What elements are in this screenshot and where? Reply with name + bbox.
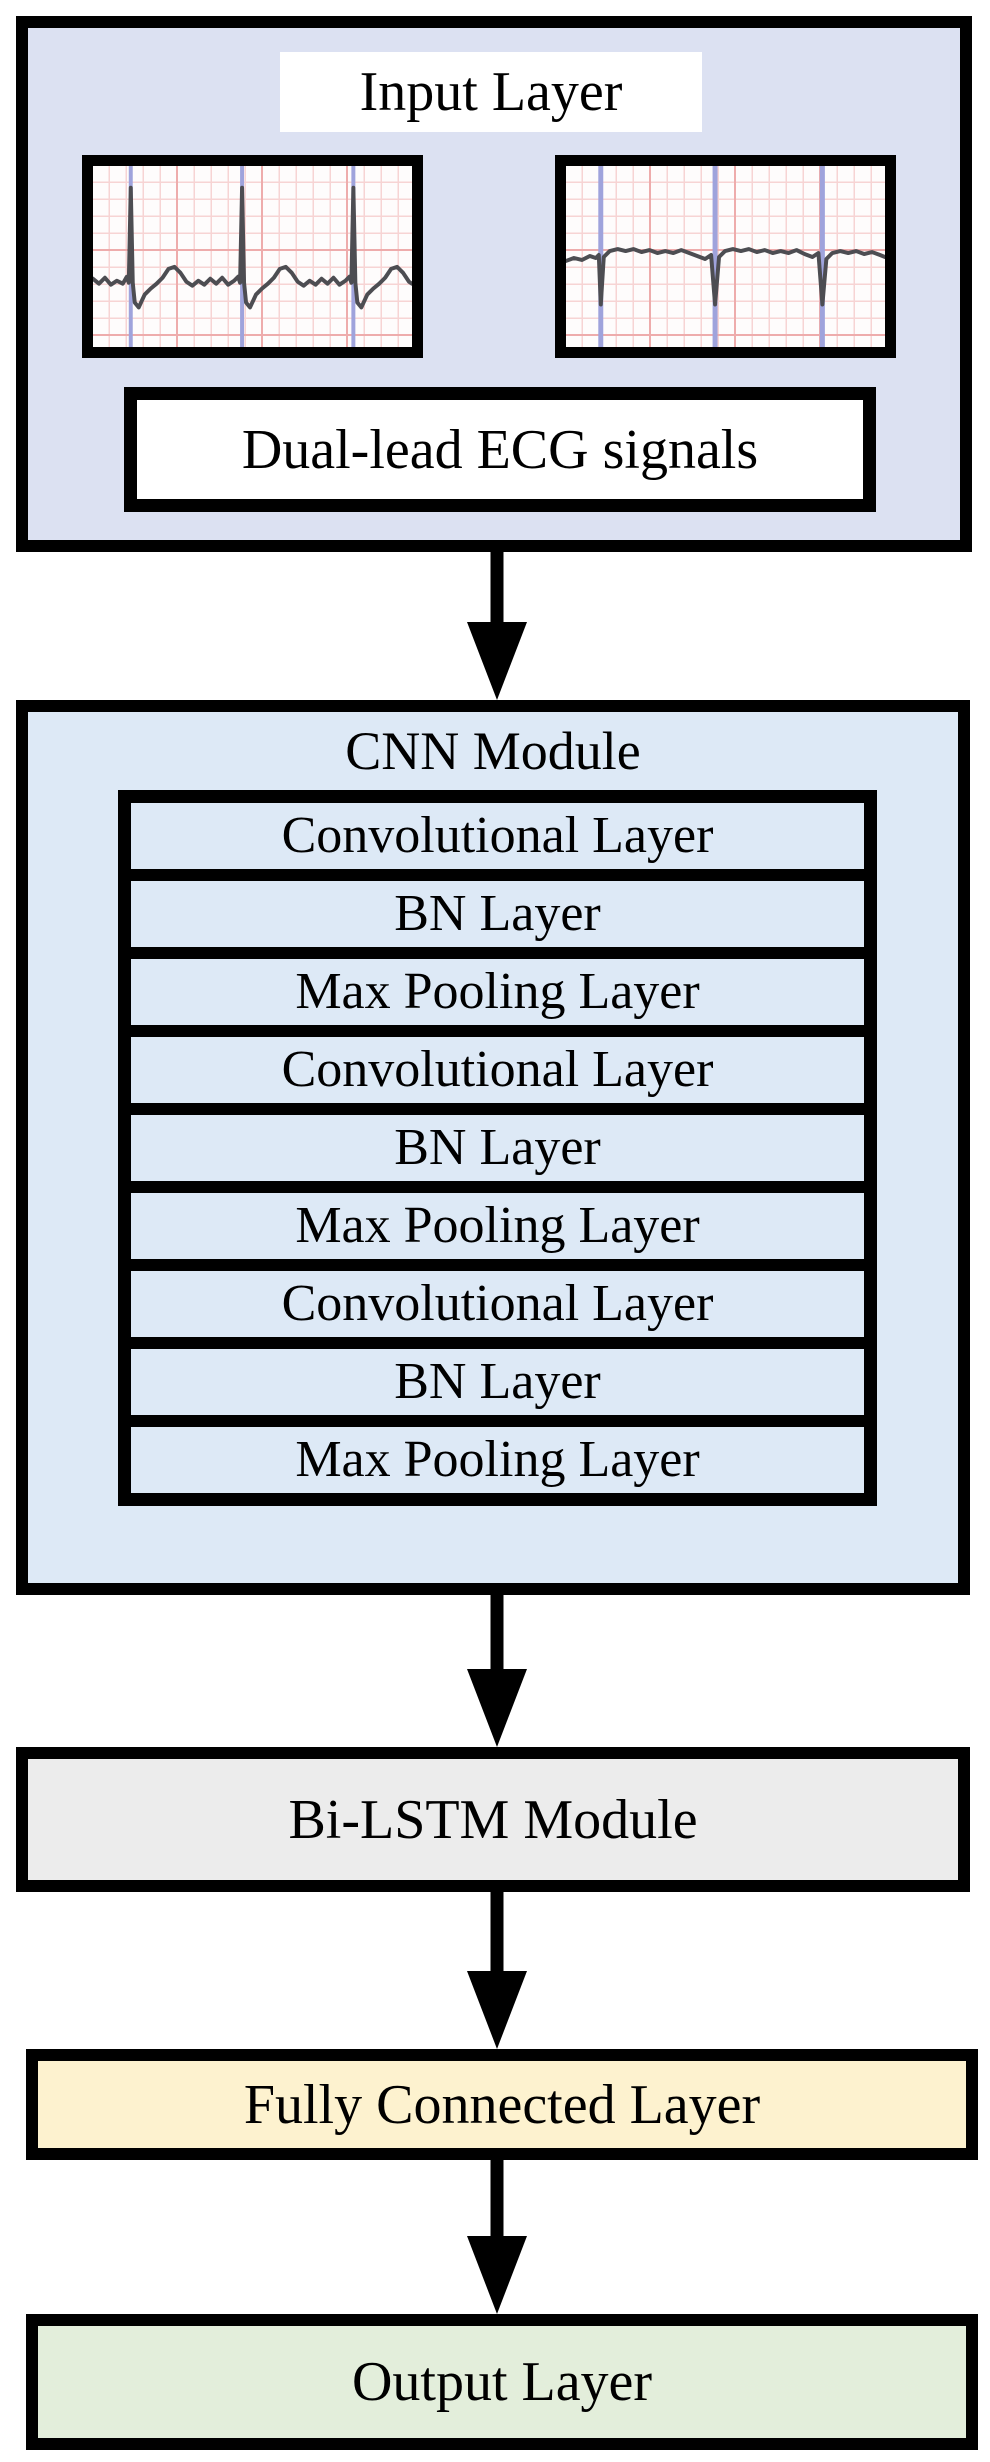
dual-lead-caption: Dual-lead ECG signals <box>241 418 759 481</box>
arrow-shaft <box>490 552 504 630</box>
arrow-shaft <box>490 2160 504 2244</box>
cnn-layer-row: BN Layer <box>131 1103 864 1181</box>
cnn-layer-row: BN Layer <box>131 1337 864 1415</box>
flow-arrow-down-icon <box>467 552 527 700</box>
fully-connected-layer-label: Fully Connected Layer <box>243 2073 761 2136</box>
output-layer-box: Output Layer <box>26 2314 978 2450</box>
ecg-trace-lead2 <box>566 166 885 347</box>
arrow-head <box>467 1669 527 1747</box>
output-layer-label: Output Layer <box>351 2351 653 2413</box>
flow-arrow-down-icon <box>467 2160 527 2314</box>
cnn-layer-row: Max Pooling Layer <box>131 1181 864 1259</box>
cnn-layer-row: Convolutional Layer <box>131 1025 864 1103</box>
arrow-head <box>467 2236 527 2314</box>
bilstm-module-box: Bi-LSTM Module <box>16 1747 970 1892</box>
ecg-trace-lead1 <box>93 166 412 347</box>
input-layer-box: Input Layer Du <box>16 16 972 552</box>
flow-arrow-down-icon <box>467 1892 527 2049</box>
flow-arrow-down-icon <box>467 1595 527 1747</box>
cnn-layer-row: Convolutional Layer <box>281 807 714 864</box>
arrow-shaft <box>490 1892 504 1979</box>
cnn-layer-row: Convolutional Layer <box>131 1259 864 1337</box>
cnn-layer-row: Max Pooling Layer <box>131 1415 864 1493</box>
dual-lead-caption-box: Dual-lead ECG signals <box>124 387 876 512</box>
bilstm-module-label: Bi-LSTM Module <box>288 1788 698 1851</box>
arrow-shaft <box>490 1595 504 1677</box>
ecg-grid-paper <box>93 166 412 347</box>
arrow-head <box>467 622 527 700</box>
cnn-layer-row: BN Layer <box>131 869 864 947</box>
ecg-lead1-image <box>82 155 423 358</box>
ecg-lead2-image <box>555 155 896 358</box>
ecg-grid-paper <box>566 166 885 347</box>
input-layer-title: Input Layer <box>280 52 702 132</box>
fully-connected-layer-box: Fully Connected Layer <box>26 2049 978 2160</box>
arrow-head <box>467 1971 527 2049</box>
cnn-module-title: CNN Module <box>345 721 641 781</box>
cnn-layer-row: Max Pooling Layer <box>131 947 864 1025</box>
